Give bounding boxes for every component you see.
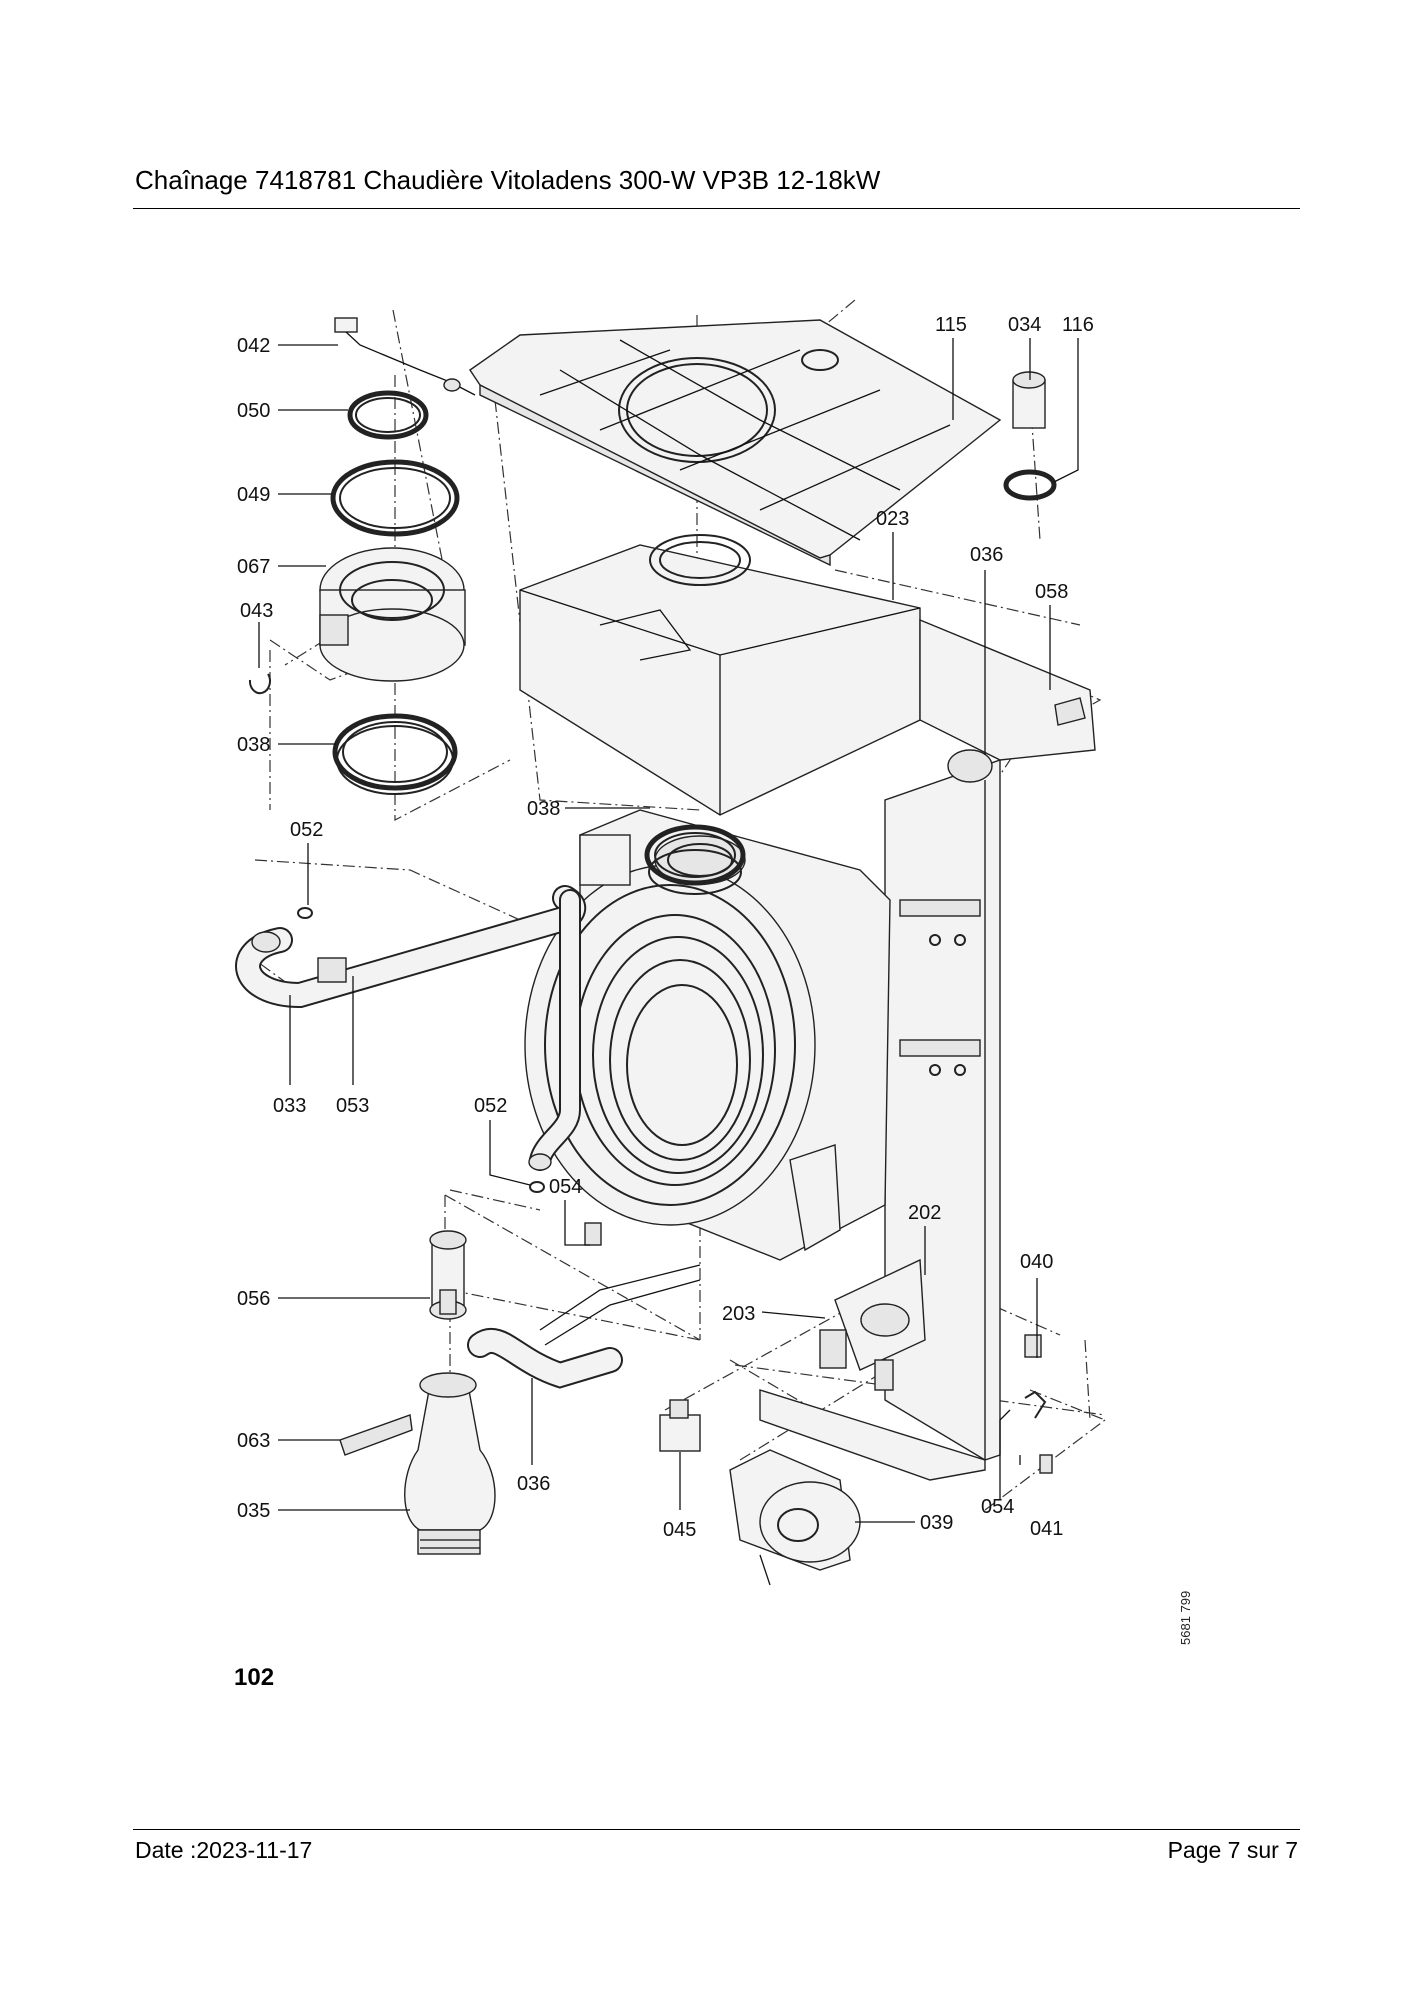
circulation-pump [729, 1449, 861, 1586]
label-035: 035 [237, 1500, 270, 1522]
footer-divider [133, 1829, 1300, 1830]
label-041: 041 [1030, 1518, 1063, 1540]
label-034: 034 [1008, 314, 1041, 336]
label-050: 050 [237, 400, 270, 422]
figure-number: 102 [234, 1664, 274, 1691]
label-036-top: 036 [970, 544, 1003, 566]
label-052-center: 052 [474, 1095, 507, 1117]
label-115: 115 [935, 314, 967, 336]
label-058: 058 [1035, 581, 1068, 603]
flue-adapter-rings [248, 317, 476, 795]
label-116: 116 [1062, 314, 1094, 336]
header-divider [133, 208, 1300, 209]
label-023: 023 [876, 508, 909, 530]
label-203: 203 [722, 1303, 755, 1325]
label-056: 056 [237, 1288, 270, 1310]
page-header-title: Chaînage 7418781 Chaudière Vitoladens 30… [135, 165, 881, 195]
label-039: 039 [920, 1512, 953, 1534]
condensate-siphon [339, 1230, 701, 1555]
air-box-housing [519, 534, 921, 816]
seal-ring-center [644, 824, 746, 895]
label-038-left: 038 [237, 734, 270, 756]
label-040: 040 [1020, 1251, 1053, 1273]
connecting-pipe [235, 885, 587, 1193]
footer-page-number: Page 7 sur 7 [1167, 1837, 1298, 1863]
footer-date: Date :2023-11-17 [135, 1837, 313, 1863]
combustion-chamber [524, 809, 891, 1261]
label-033: 033 [273, 1095, 306, 1117]
small-fittings [584, 371, 1086, 1474]
label-053: 053 [336, 1095, 369, 1117]
label-042: 042 [237, 335, 270, 357]
part-labels: 042 050 049 067 043 038 038 052 033 053 … [237, 314, 1094, 1541]
label-054-center: 054 [549, 1176, 582, 1198]
pump-bracket [789, 1144, 926, 1391]
label-036-bottom: 036 [517, 1473, 550, 1495]
label-038-center: 038 [527, 798, 560, 820]
label-052-left: 052 [290, 819, 323, 841]
label-054-right: 054 [981, 1496, 1014, 1518]
label-045: 045 [663, 1519, 696, 1541]
label-049: 049 [237, 484, 270, 506]
label-067: 067 [237, 556, 270, 578]
top-cover-plate [469, 319, 1002, 567]
leader-lines [258, 338, 1079, 1523]
label-043: 043 [240, 600, 273, 622]
drawing-code: 5681 799 [1178, 1591, 1193, 1645]
label-202: 202 [908, 1202, 941, 1224]
label-063: 063 [237, 1430, 270, 1452]
